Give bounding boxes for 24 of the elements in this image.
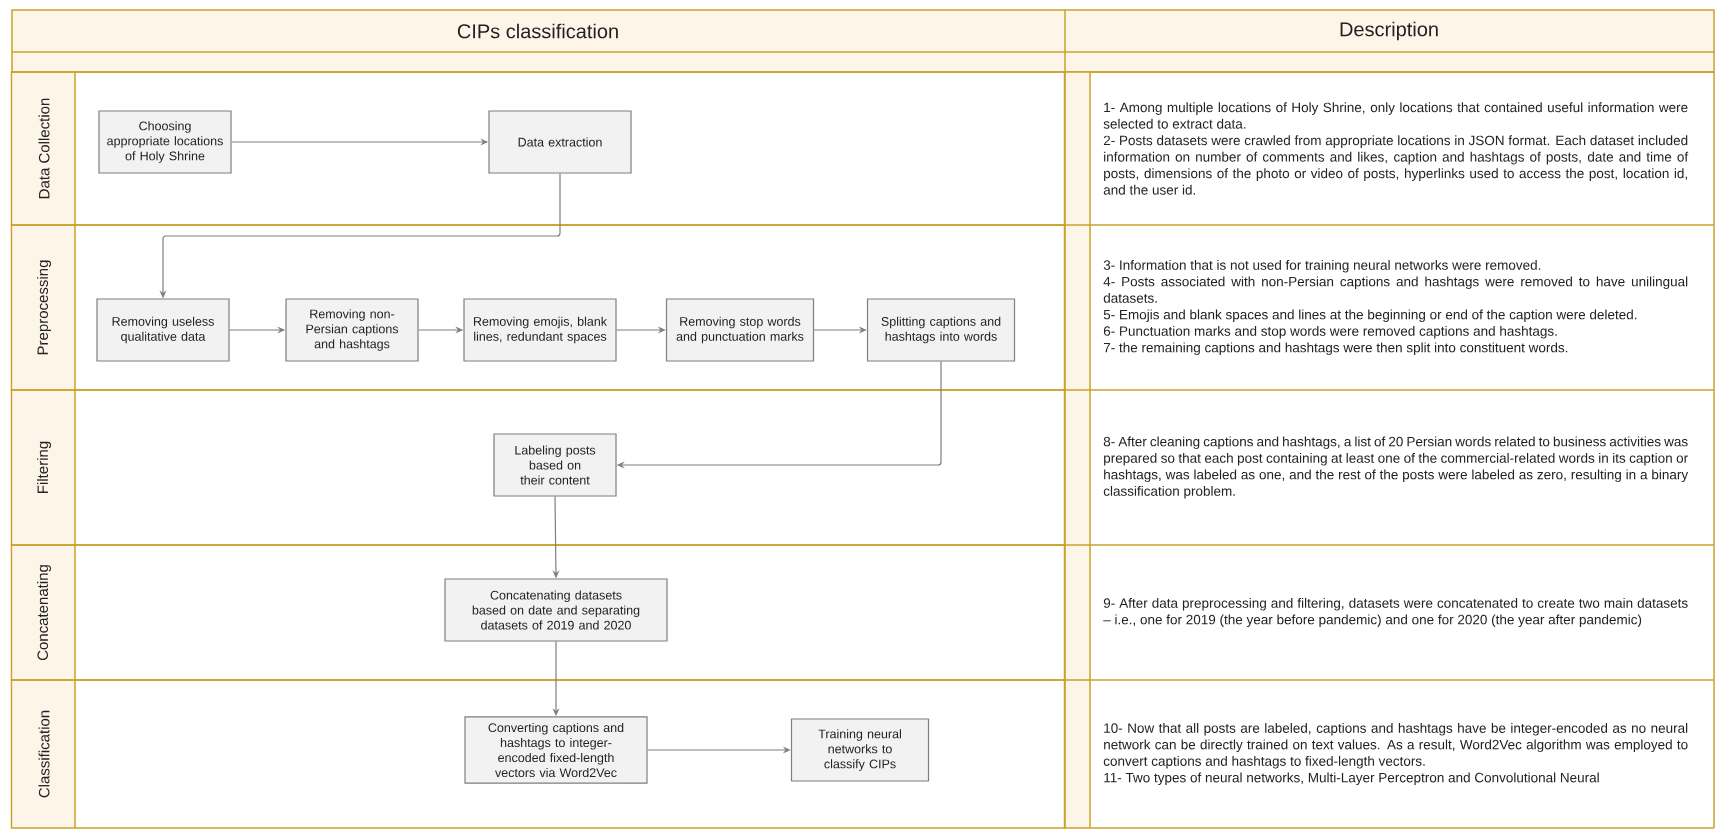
description-text: 9- After data preprocessing and filtering, datasets were concatenated to create two main datasets – i.e., one for 2019 (the year before pandemic) and one for 2020 (the year after pandemic) — [1103, 597, 1688, 628]
process-box: Data extraction — [488, 110, 632, 174]
process-box: Labeling posts based on their content — [493, 433, 617, 497]
process-box: Training neural networks to classify CIPs — [790, 718, 930, 782]
process-box: Converting captions and hashtags to integer-encoded fixed-length vectors via Word2Vec — [464, 716, 648, 784]
description-text: 7- the remaining captions and hashtags were then split into constituent words. — [1103, 342, 1568, 356]
description-text: 3- Information that is not used for training neural networks were removed. — [1103, 259, 1541, 273]
column-heading: Description — [1340, 21, 1438, 41]
process-box: Choosing appropriate locations of Holy Shrine — [98, 110, 232, 174]
description-text: 10- Now that all posts are labeled, captions and hashtags have be integer-encoded as no neural network can be directly trained on text values. As a result, Word2Vec algorithm was employed to convert captions and hashtags to fixed-length vectors. — [1103, 722, 1688, 769]
process-box: Concatenating datasets based on date and separating datasets of 2019 and 2020 — [444, 578, 668, 642]
description-text: 4- Posts associated with non-Persian captions and hashtags were removed to have unilingual datasets. — [1103, 276, 1688, 303]
column-heading: CIPs classification — [457, 23, 618, 39]
process-box: Removing stop words and punctuation marks — [665, 298, 815, 362]
process-box: Removing useless qualitative data — [96, 298, 230, 362]
description-text: 6- Punctuation marks and stop words were removed captions and hashtags. — [1103, 325, 1557, 339]
description-text: 11- Two types of neural networks, Multi-Layer Perceptron and Convolutional Neural — [1104, 772, 1599, 786]
description-text: 2- Posts datasets were crawled from appropriate locations in JSON format. Each dataset included information on number of comments and likes, caption and hashtags of posts, date and time of posts, dimensions of the photo or video of posts, hyperlinks used to access the post, location id, and the user id. — [1103, 135, 1689, 195]
process-box: Removing emojis, blank lines, redundant spaces — [463, 298, 617, 362]
process-box: Removing non-Persian captions and hashtags — [285, 298, 419, 362]
process-box: Splitting captions and hashtags into words — [866, 298, 1016, 362]
description-text: 5- Emojis and blank spaces and lines at the beginning or end of the caption were deleted. — [1103, 309, 1637, 323]
description-text: 1- Among multiple locations of Holy Shrine, only locations that contained useful information were selected to extract data. — [1103, 102, 1688, 129]
description-text: 8- After cleaning captions and hashtags, a list of 20 Persian words related to business activities was prepared so that each post containing at least one of the commercial-related words in its caption or hashtags, was labeled as one, and the rest of the posts were labeled as zero, resulting in a binary classification problem. — [1103, 436, 1689, 499]
